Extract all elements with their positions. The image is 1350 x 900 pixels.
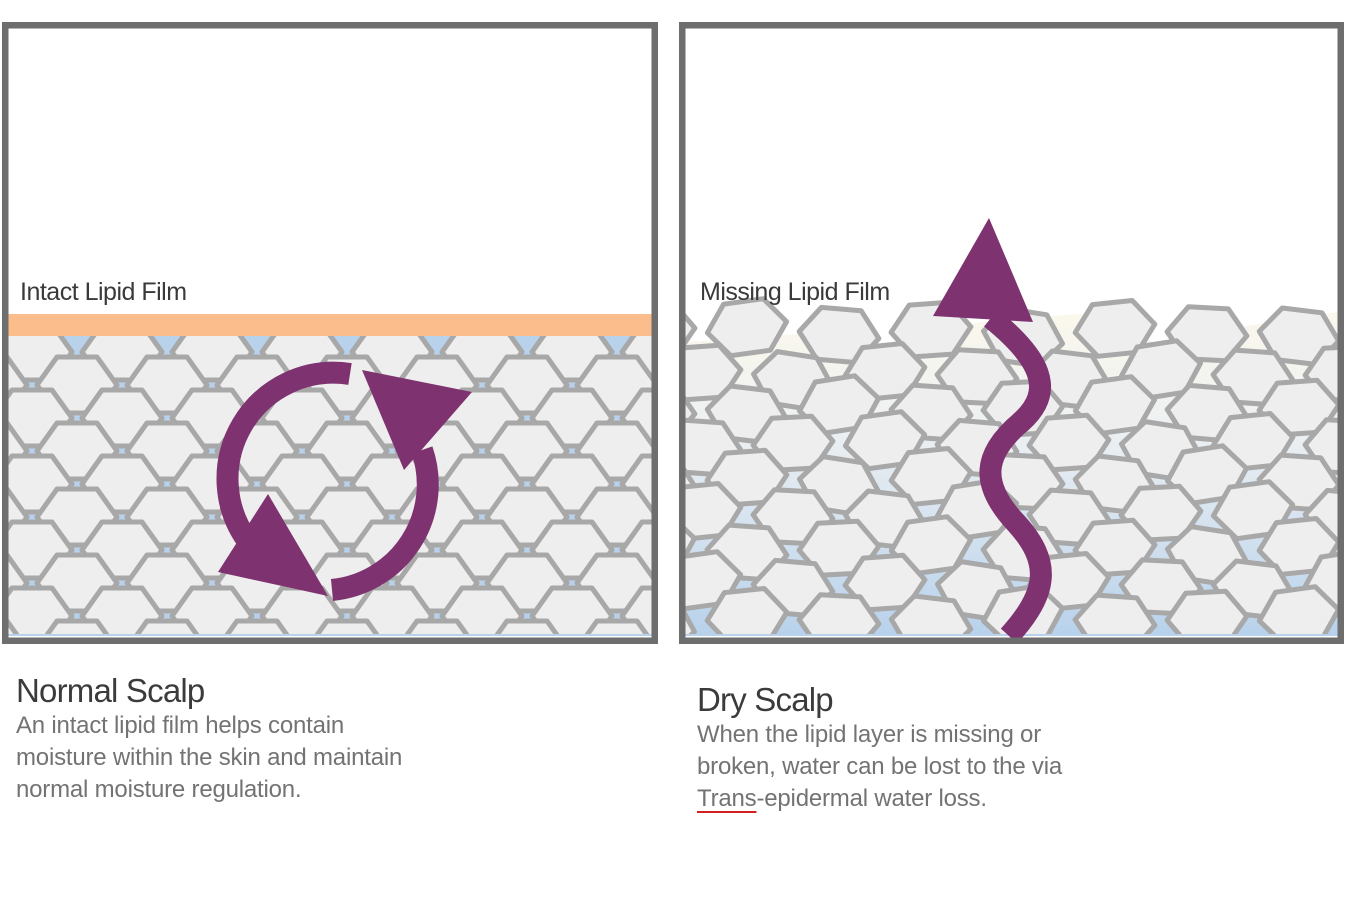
skin-cell xyxy=(134,618,200,634)
skin-cell xyxy=(44,618,110,634)
normal-frame xyxy=(2,22,658,644)
skin-cell xyxy=(79,585,165,634)
normal-scalp-title: Normal Scalp xyxy=(16,672,205,709)
skin-cell xyxy=(169,585,255,634)
skin-cell xyxy=(494,618,560,634)
normal-scalp-panel: Intact Lipid Film xyxy=(2,22,658,644)
skin-cell xyxy=(685,312,698,347)
skin-cell xyxy=(404,618,470,634)
skin-cell xyxy=(224,618,290,634)
skin-cell xyxy=(584,618,650,634)
skin-cell xyxy=(685,525,697,562)
dry-scalp-description: When the lipid layer is missing or broke… xyxy=(697,719,1117,815)
intact-lipid-film xyxy=(7,314,653,336)
skin-cell xyxy=(1164,588,1250,634)
skin-cell xyxy=(259,585,345,634)
skin-cell xyxy=(529,585,615,634)
skin-cell xyxy=(7,618,20,634)
skin-cell xyxy=(1072,298,1158,359)
dry-description-underlined: Trans xyxy=(697,785,757,812)
dry-frame xyxy=(679,22,1344,644)
intact-lipid-film-label: Intact Lipid Film xyxy=(20,278,187,306)
skin-cell xyxy=(888,593,974,634)
wavy-up-arrow-icon xyxy=(933,218,1052,644)
normal-scalp-diagram xyxy=(2,22,658,644)
circular-arrows-icon xyxy=(216,361,472,601)
skin-cell xyxy=(439,585,525,634)
dry-scalp-caption: Dry Scalp When the lipid layer is missin… xyxy=(697,681,1117,815)
skin-cell xyxy=(1072,592,1158,634)
dry-scalp-diagram xyxy=(679,22,1344,644)
skin-cell xyxy=(704,586,790,634)
skin-cell xyxy=(796,592,882,634)
skin-cell xyxy=(685,608,697,634)
normal-scalp-description: An intact lipid film helps contain moist… xyxy=(16,712,403,803)
dry-description-text-end: -epidermal water loss. xyxy=(756,785,987,812)
missing-lipid-film-label: Missing Lipid Film xyxy=(700,278,890,306)
dry-scalp-title: Dry Scalp xyxy=(697,681,834,718)
dry-scalp-panel: Missing Lipid Film xyxy=(679,22,1344,644)
skin-cell xyxy=(1256,584,1338,634)
normal-scalp-caption: Normal Scalp An intact lipid film helps … xyxy=(16,672,436,806)
skin-cell xyxy=(314,618,380,634)
dry-description-text: When the lipid layer is missing or broke… xyxy=(697,721,1063,780)
